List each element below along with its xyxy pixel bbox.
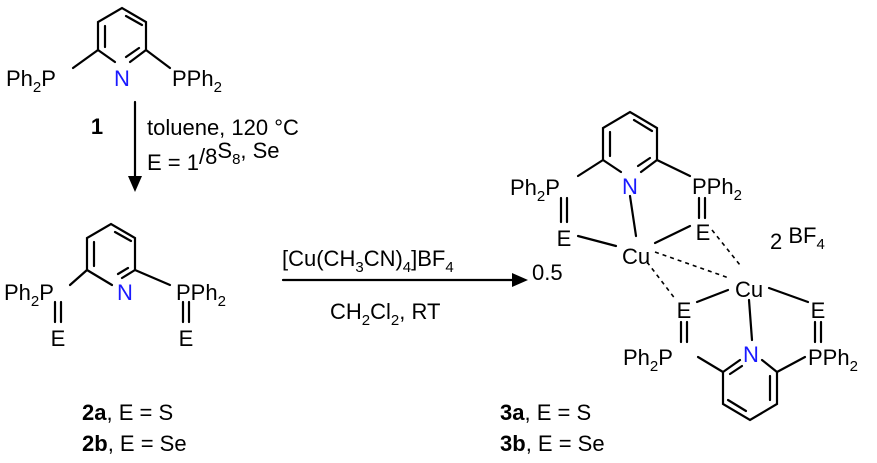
compound-1-bond-p-right	[144, 48, 172, 70]
compound-2-right-phosphine: PPh2	[176, 280, 226, 310]
compound-2-right-chalcogen: E	[179, 326, 194, 351]
compound-3-bottom-left-chalcogen: E	[677, 298, 692, 323]
compound-2-double-bond	[113, 230, 133, 243]
compound-3-top-nitrogen-atom: N	[622, 174, 638, 199]
compound-2b-definition: , E = Se	[108, 431, 187, 456]
compound-2-bond-c2n	[85, 268, 114, 287]
compound-3-bot-bond-c2n	[721, 358, 742, 374]
compound-3-top-right-phosphine: PPh2	[692, 174, 742, 204]
compound-2-left-phosphine: Ph2P	[4, 280, 54, 310]
compound-2b-label: 2b, E = Se	[82, 431, 187, 456]
step-1-arrow	[128, 100, 142, 192]
compound-3a-label: 3a, E = S	[500, 400, 591, 425]
compound-3a-definition: , E = S	[524, 400, 591, 425]
compound-3-top-bond-c6n	[639, 158, 659, 174]
compound-3-copper-atom-top: Cu	[622, 244, 650, 269]
compound-3-top-bond-p-right	[655, 158, 692, 178]
step-2-reagent: [Cu(CH3CN)4]BF4	[282, 246, 454, 276]
compound-1-number: 1	[91, 114, 103, 139]
compound-2-bond-p-left	[68, 268, 89, 287]
compound-2-double-bond	[116, 266, 130, 276]
compound-1-right-phosphine: PPh2	[172, 66, 222, 96]
compound-3-bottom-right-chalcogen: E	[811, 298, 826, 323]
compound-3-top-left-chalcogen: E	[557, 226, 572, 251]
compound-3-cu-n-bond	[747, 298, 754, 342]
compound-3b-number: 3b	[500, 431, 526, 456]
compound-2b-number: 2b	[82, 431, 108, 456]
compound-3-bot-bond-c6n	[760, 358, 779, 374]
compound-3-cu-e-bond	[576, 234, 618, 248]
compound-3-top-double-bond	[636, 156, 652, 168]
compound-1-right-phosphine-text: PPh2	[172, 66, 222, 96]
step-2-conditions: CH2Cl2, RT	[330, 299, 440, 329]
compound-1-double-bond	[124, 14, 144, 27]
compound-3-bot-bond-p-left	[696, 355, 725, 374]
compound-2-bond-p-right	[133, 268, 172, 287]
step-1-arrow-head	[128, 176, 142, 192]
compound-3-bot-ring	[721, 370, 779, 422]
compound-3-top-ring	[601, 110, 659, 162]
compound-3-cu-e-bond	[653, 224, 692, 245]
compound-2a-number: 2a	[82, 400, 107, 425]
compound-1-double-bond	[124, 46, 141, 59]
compound-2-nitrogen-atom: N	[117, 280, 133, 305]
compound-3-cu-n-bond	[628, 194, 638, 238]
compound-3-top-bond-c2n	[601, 158, 623, 174]
compound-3-bot-bond-p-right	[775, 355, 807, 374]
step-2-arrow	[281, 273, 528, 287]
compound-1-left-phosphine-text: Ph2P	[6, 66, 56, 96]
compound-3-bottom-right-phosphine: PPh2	[808, 345, 858, 375]
compound-3-top-bond-p-left	[576, 158, 605, 178]
compound-1-bond-c6n	[128, 48, 148, 64]
compound-3-cu-e-bond	[767, 286, 810, 304]
compound-1-nitrogen-atom: N	[114, 66, 130, 91]
compound-3-cu-e-contact	[711, 229, 741, 266]
compound-1-left-phosphine: Ph2P	[6, 66, 56, 96]
step-1-condition-line-2: E = 1/8S8, Se	[147, 138, 280, 175]
step-2-equivalents: 0.5	[532, 260, 563, 285]
compound-1-bond-c2n	[96, 48, 117, 64]
compound-3: N Ph2P PPh2 E E Cu Cu E E Ph2P PPh2 N 2 …	[510, 110, 858, 422]
step-1-condition-line-1: toluene, 120 °C	[147, 115, 299, 140]
compound-3-bottom-nitrogen-atom: N	[743, 342, 759, 367]
compound-3-bot-double-bond	[728, 364, 744, 376]
compound-3-copper-atom-bottom: Cu	[735, 277, 763, 302]
compound-1-ring	[96, 6, 148, 52]
compound-3-top-left-phosphine: Ph2P	[510, 175, 560, 205]
compound-3-cu-e-contact	[646, 261, 677, 301]
compound-3-bot-double-bond	[726, 398, 748, 413]
compound-3-cu-cu-contact	[654, 251, 730, 279]
compound-2a-definition: , E = S	[106, 400, 173, 425]
compound-2: N Ph2P PPh2 E E	[4, 222, 226, 351]
compound-3-top-right-chalcogen: E	[696, 220, 711, 245]
step-2-arrow-head	[512, 273, 528, 287]
compound-2-left-chalcogen: E	[51, 326, 66, 351]
compound-3-cu-e-bond	[695, 288, 730, 304]
compound-1: N Ph2P PPh2 1	[6, 6, 222, 139]
compound-1-bond-p-left	[71, 48, 100, 70]
compound-2a-label: 2a, E = S	[82, 400, 173, 425]
compound-3-bottom-left-phosphine: Ph2P	[623, 345, 673, 375]
compound-2-bond-c6n	[120, 268, 137, 280]
compound-3-counterion: 2 BF4	[770, 223, 825, 254]
compound-3b-definition: , E = Se	[526, 431, 605, 456]
compound-3a-number: 3a	[500, 400, 525, 425]
compound-3-top-double-bond	[632, 118, 654, 133]
compound-2-ring	[85, 222, 137, 272]
compound-3b-label: 3b, E = Se	[500, 431, 605, 456]
